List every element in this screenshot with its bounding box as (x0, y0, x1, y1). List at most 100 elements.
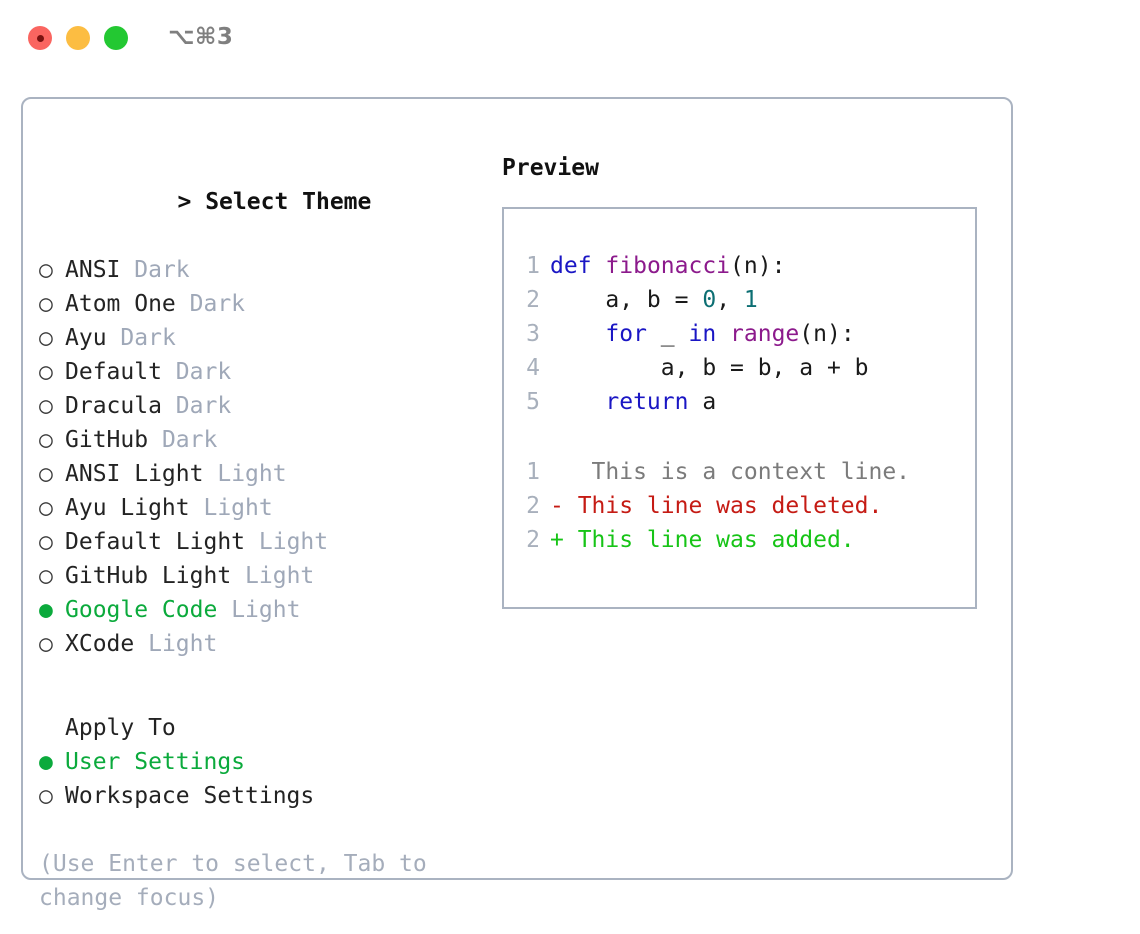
diff-line-del: 2- This line was deleted. (504, 489, 975, 523)
theme-picker-panel: > Select Theme ○ANSI Dark○Atom One Dark○… (21, 97, 1013, 911)
code-token: return (605, 389, 689, 415)
code-token (716, 321, 730, 347)
preview-title: Preview (502, 155, 599, 181)
code-token: _ (646, 321, 689, 347)
keyboard-hint-line-1: (Use Enter to select, Tab to (39, 851, 427, 877)
theme-option-ayu[interactable]: ○ Ayu Dark (39, 321, 499, 355)
code-token: fibonacci (605, 253, 731, 279)
radio-unselected-icon: ○ (39, 393, 53, 419)
code-token: , (716, 287, 744, 313)
radio-unselected-icon: ○ (39, 783, 53, 809)
code-line: 5 return a (504, 385, 975, 419)
theme-option-label: XCode (65, 631, 135, 657)
theme-option-label: Ayu Light (65, 495, 190, 521)
theme-option-label: Atom One (65, 291, 176, 317)
code-token: in (688, 321, 717, 347)
theme-option-label: Ayu (65, 325, 107, 351)
line-number: 2 (526, 527, 540, 553)
theme-option-label: GitHub (65, 427, 149, 453)
apply-to-option-user-settings[interactable]: ●User Settings (39, 745, 499, 779)
theme-list-header-label: Select Theme (205, 189, 372, 215)
theme-option-label: ANSI Light (65, 461, 204, 487)
radio-unselected-icon: ○ (39, 529, 53, 555)
code-token: 1 (743, 287, 758, 313)
close-window-button[interactable] (28, 26, 52, 50)
theme-option-type-tag: Dark (175, 393, 232, 419)
line-number: 4 (526, 355, 540, 381)
window-controls (28, 26, 128, 50)
diff-line-text: This is a context line. (550, 459, 911, 485)
theme-option-label: Google Code (65, 597, 218, 623)
code-token: 0 (702, 287, 717, 313)
theme-option-type-tag: Dark (161, 427, 218, 453)
theme-option-google-code[interactable]: ●Google Code Light (39, 593, 499, 627)
apply-to-options: ●User Settings ○ Workspace Settings (39, 745, 499, 813)
code-token (550, 321, 605, 347)
apply-to-option-workspace-settings[interactable]: ○ Workspace Settings (39, 779, 499, 813)
line-number: 5 (526, 389, 540, 415)
theme-option-type-tag: Dark (189, 291, 246, 317)
apply-to-option-label: Workspace Settings (65, 783, 315, 809)
diff-line-ctx: 1 This is a context line. (504, 455, 975, 489)
theme-option-ansi[interactable]: ○ANSI Dark (39, 253, 499, 287)
theme-option-default-light[interactable]: ○ Default Light Light (39, 525, 499, 559)
apply-to-group: Apply To ●User Settings ○ Workspace Settin… (39, 711, 499, 813)
code-token: range (730, 321, 800, 347)
theme-option-type-tag: Dark (120, 325, 176, 351)
code-token: (n): (730, 253, 786, 279)
diff-line-text: + This line was added. (550, 527, 855, 553)
theme-option-type-tag: Light (258, 529, 329, 555)
keyboard-hint: (Use Enter to select, Tab to change focu… (39, 847, 459, 915)
theme-option-github[interactable]: ○GitHub Dark (39, 423, 499, 457)
keyboard-hint-line-2: change focus) (39, 885, 220, 911)
code-token: for (605, 321, 647, 347)
minimize-window-button[interactable] (66, 26, 90, 50)
radio-unselected-icon: ○ (39, 495, 53, 521)
radio-unselected-icon: ○ (39, 563, 53, 589)
theme-option-type-tag: Light (245, 563, 315, 589)
diff-line-add: 2 + This line was added. (504, 523, 975, 557)
line-number: 1 (526, 459, 540, 485)
code-token (592, 253, 606, 279)
radio-selected-icon: ● (39, 597, 53, 623)
code-line: 4 a, b = b, a + b (504, 351, 975, 385)
window-title: ⌥⌘3 (168, 24, 234, 50)
apply-to-header: Apply To (65, 715, 176, 741)
theme-option-type-tag: Dark (175, 359, 232, 385)
theme-option-label: GitHub Light (65, 563, 232, 589)
theme-option-ayu-light[interactable]: ○ Ayu Light Light (39, 491, 499, 525)
radio-unselected-icon: ○ (39, 631, 53, 657)
code-token: a, b = (550, 287, 703, 313)
radio-unselected-icon: ○ (39, 257, 53, 283)
theme-option-type-tag: Light (203, 495, 273, 521)
radio-unselected-icon: ○ (39, 461, 53, 487)
theme-option-label: Default (65, 359, 162, 385)
theme-option-ansi-light[interactable]: ○ ANSI Light Light (39, 457, 499, 491)
radio-unselected-icon: ○ (39, 291, 53, 317)
theme-option-atom-one[interactable]: ○ Atom One Dark (39, 287, 499, 321)
code-token: a, b = b, a + b (550, 355, 869, 381)
code-token: (n): (799, 321, 855, 347)
code-line: 2 a, b = 0, 1 (504, 283, 975, 317)
theme-option-label: Default Light (65, 529, 246, 555)
theme-option-label: Dracula (65, 393, 162, 419)
theme-option-default[interactable]: ○ Default Dark (39, 355, 499, 389)
theme-option-github-light[interactable]: ○ GitHub Light Light (39, 559, 499, 593)
maximize-window-button[interactable] (104, 26, 128, 50)
radio-unselected-icon: ○ (39, 359, 53, 385)
theme-options: ○ ANSI Dark ○ Atom One Dark ○ Ayu Dark ○ Defaul… (39, 253, 499, 661)
title-bar: ⌥⌘3 (0, 0, 1140, 78)
theme-option-type-tag: Light (148, 631, 218, 657)
theme-option-type-tag: Light (217, 461, 287, 487)
theme-option-label: ANSI (65, 257, 121, 283)
radio-unselected-icon: ○ (39, 325, 53, 351)
theme-option-xcode[interactable]: ○ XCode Light (39, 627, 499, 661)
apply-to-option-label: User Settings (65, 749, 246, 775)
theme-option-dracula[interactable]: ○ Dracula Dark (39, 389, 499, 423)
line-number: 1 (526, 253, 540, 279)
line-number: 2 (526, 287, 540, 313)
